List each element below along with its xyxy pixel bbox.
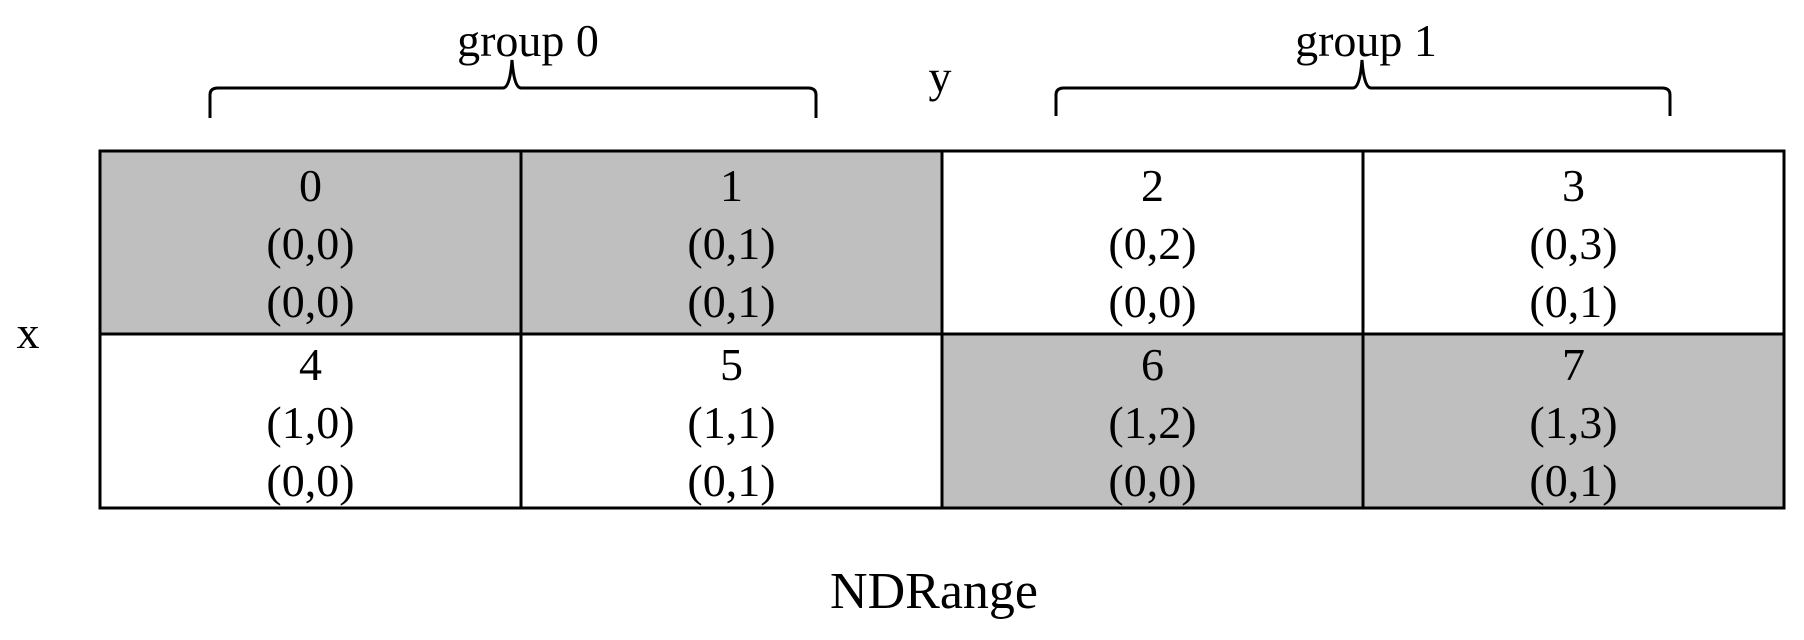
work-item-id: 0 bbox=[299, 160, 322, 211]
work-item-cell bbox=[519, 149, 944, 336]
local-id: (0,1) bbox=[687, 455, 776, 506]
work-item-cell bbox=[1361, 332, 1786, 510]
work-item-id: 1 bbox=[720, 160, 743, 211]
global-id: (1,3) bbox=[1529, 397, 1618, 448]
local-id: (0,0) bbox=[266, 455, 355, 506]
work-item-id: 4 bbox=[299, 339, 322, 390]
group-1-label: group 1 bbox=[1295, 15, 1437, 66]
work-item-id: 6 bbox=[1141, 339, 1164, 390]
local-id: (0,1) bbox=[1529, 276, 1618, 327]
group-braces bbox=[208, 59, 1672, 118]
global-id: (0,3) bbox=[1529, 218, 1618, 269]
local-id: (0,1) bbox=[1529, 455, 1618, 506]
grid-cells bbox=[98, 149, 1786, 510]
work-item-cell bbox=[940, 332, 1365, 510]
work-item-id: 5 bbox=[720, 339, 743, 390]
ndrange-caption: NDRange bbox=[830, 563, 1038, 620]
work-item-cell bbox=[940, 149, 1365, 336]
work-item-id: 2 bbox=[1141, 160, 1164, 211]
work-item-id: 7 bbox=[1562, 339, 1585, 390]
global-id: (0,2) bbox=[1108, 218, 1197, 269]
local-id: (0,0) bbox=[1108, 276, 1197, 327]
group-0-label: group 0 bbox=[457, 15, 599, 66]
work-item-cell bbox=[1361, 149, 1786, 336]
global-id: (0,1) bbox=[687, 218, 776, 269]
global-id: (0,0) bbox=[266, 218, 355, 269]
local-id: (0,1) bbox=[687, 276, 776, 327]
local-id: (0,0) bbox=[266, 276, 355, 327]
work-item-id: 3 bbox=[1562, 160, 1585, 211]
global-id: (1,2) bbox=[1108, 397, 1197, 448]
global-id: (1,1) bbox=[687, 397, 776, 448]
work-item-cell bbox=[98, 149, 523, 336]
y-axis-label: y bbox=[928, 51, 952, 102]
x-axis-label: x bbox=[16, 307, 40, 358]
work-item-cell bbox=[519, 332, 944, 510]
work-item-cell bbox=[98, 332, 523, 510]
group-1-brace bbox=[1054, 59, 1672, 116]
local-id: (0,0) bbox=[1108, 455, 1197, 506]
group-0-brace bbox=[208, 59, 818, 118]
global-id: (1,0) bbox=[266, 397, 355, 448]
